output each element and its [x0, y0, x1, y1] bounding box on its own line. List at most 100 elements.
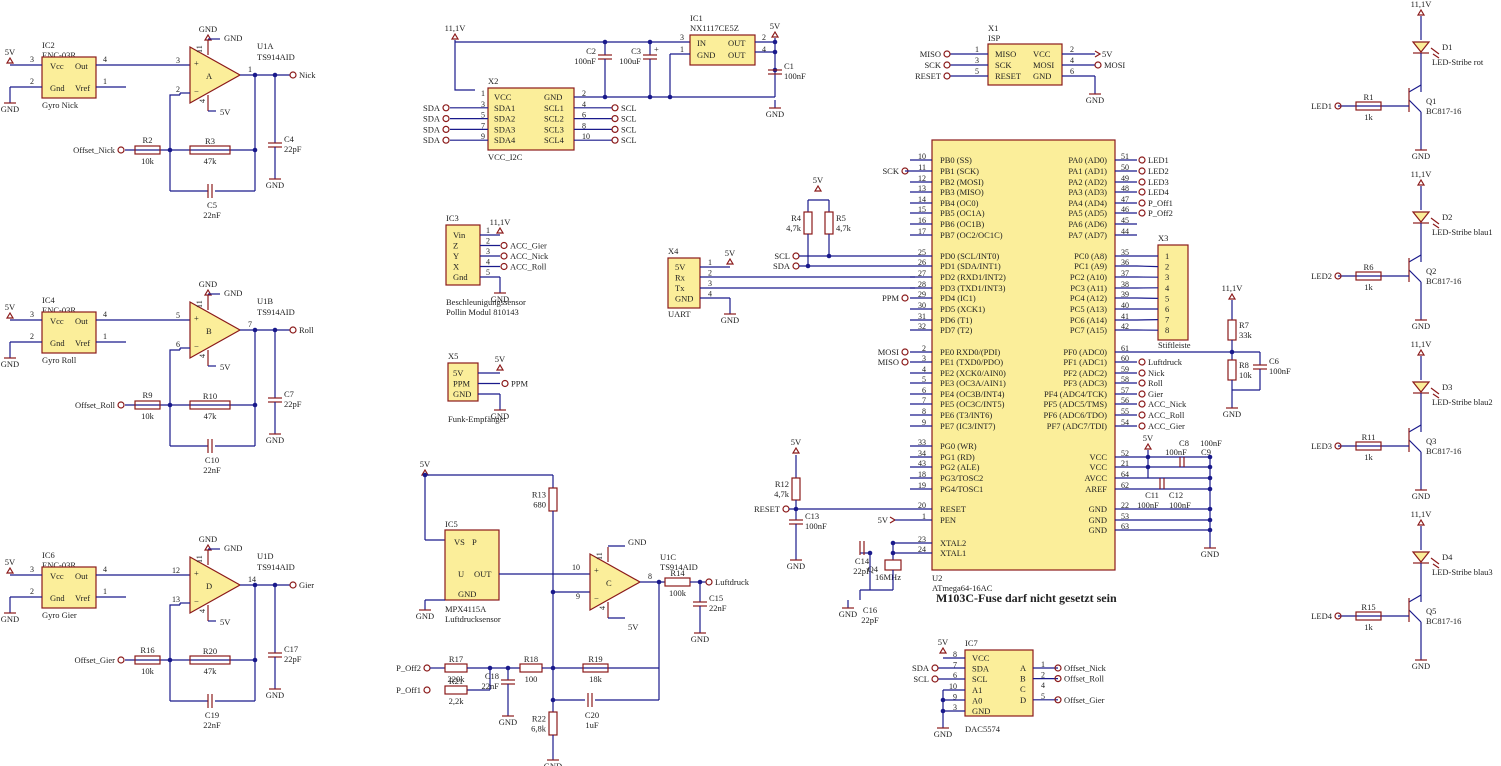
transistor-part: BC817-16 [1426, 276, 1461, 286]
supply-arrow [791, 446, 801, 454]
opamp-ref: U1A [257, 41, 274, 51]
pin-label: 6 [1165, 304, 1169, 314]
resistor-value: 10k [1239, 370, 1253, 380]
pin-label: PF1 (ADC1) [1063, 357, 1107, 367]
pin-number: 1 [680, 45, 684, 54]
capacitor-value: 100nF [1165, 447, 1187, 457]
pin-number: 10 [572, 563, 580, 572]
resistor-ref: R19 [588, 654, 602, 664]
capacitor-ref: C4 [284, 134, 295, 144]
pin-label: IN [697, 38, 706, 48]
connector-ref: X1 [988, 23, 998, 33]
pin-label: SCL [972, 674, 988, 684]
net-port [611, 114, 619, 123]
ground-label: GND [1201, 549, 1219, 559]
net-label: PPM [511, 379, 528, 389]
led-name: LED-Stribe blau2 [1432, 397, 1493, 407]
capacitor-ref: C19 [205, 710, 219, 720]
pin-label: PB2 (MOSI) [940, 177, 984, 187]
net-label: MOSI [878, 347, 899, 357]
pin-number: 57 [1121, 386, 1129, 395]
net-label: LED1 [1311, 101, 1332, 111]
net-port [1138, 390, 1146, 398]
pin-number: 30 [918, 301, 926, 310]
resistor [519, 663, 543, 673]
pin-number: 34 [918, 449, 926, 458]
pin-number: 5 [481, 111, 485, 120]
net-label: Offset_Roll [75, 400, 116, 410]
pin-number: 41 [1121, 312, 1129, 321]
pin-label: 4 [1165, 283, 1170, 293]
supply-arrow [725, 257, 735, 265]
pin-number: 6 [582, 111, 586, 120]
resistor [1355, 101, 1382, 111]
ground-label: GND [499, 717, 517, 727]
pin-label: SCL3 [544, 124, 564, 134]
net-arrow [1094, 50, 1102, 58]
connector-name: Stiftleiste [1158, 340, 1191, 350]
resistor [1227, 359, 1237, 381]
resistor-ref: R8 [1239, 360, 1249, 370]
ground-label: GND [1412, 151, 1430, 161]
resistor-value: 2,2k [449, 696, 465, 706]
net-port [901, 348, 909, 356]
pin-number: 25 [918, 248, 926, 257]
pin-label: PF3 (ADC3) [1063, 378, 1107, 388]
pin-number: 2 [486, 237, 490, 246]
pin-number: 16 [918, 216, 926, 225]
pin-number: 7 [248, 320, 252, 329]
supply-label: 11,1V [1411, 169, 1433, 179]
isp-body [987, 43, 1063, 86]
net-label: Nick [1148, 368, 1165, 378]
supply-label: 5V [5, 557, 16, 567]
led-light-arrows [1430, 217, 1440, 229]
pin-number: 5 [176, 311, 180, 320]
pin-number: 21 [1121, 459, 1129, 468]
pin-label: PB7 (OC2/OC1C) [940, 230, 1003, 240]
opamp-ref: U1C [660, 552, 676, 562]
pin-number: 47 [1121, 195, 1129, 204]
pin-label: PC4 (A12) [1070, 293, 1107, 303]
pin-label: U [458, 569, 464, 579]
ground-label: GND [416, 611, 434, 621]
pin-label: 2 [1165, 262, 1169, 272]
pin-number: 3 [708, 279, 712, 288]
net-port [442, 114, 450, 123]
resistor-ref: R5 [836, 213, 846, 223]
pin-label: PA0 (AD0) [1068, 155, 1107, 165]
pin-number: 13 [918, 184, 926, 193]
junction-dot [772, 49, 778, 55]
sensor-ref: IC5 [445, 519, 458, 529]
pin-number: 48 [1121, 184, 1129, 193]
capacitor-ref: C10 [205, 455, 219, 465]
pin-label: PD1 (SDA/INT1) [940, 261, 1001, 271]
junction-dot [772, 39, 778, 45]
pin-label: D [1020, 695, 1026, 705]
pin-number: 3 [176, 56, 180, 65]
pin-label: PB4 (OC0) [940, 198, 979, 208]
pin-label: Vcc [50, 61, 64, 71]
pin-number: 42 [1121, 322, 1129, 331]
pin-number: 4 [582, 100, 586, 109]
pin-label: GND [458, 589, 476, 599]
pin-label: A [1020, 663, 1027, 673]
net-label: P_Off2 [396, 663, 421, 673]
accel-ref: IC3 [446, 213, 459, 223]
pin-label: A0 [972, 695, 982, 705]
pin-number: 4 [198, 609, 207, 613]
ground-label: GND [491, 294, 509, 304]
net-label: SDA [423, 135, 441, 145]
resistor [444, 685, 468, 695]
pin-number: 7 [953, 661, 957, 670]
pressure-sensor-body [444, 529, 500, 601]
opamp-ref: U1D [257, 551, 274, 561]
pin-number: 3 [30, 55, 34, 64]
gyro-ref: IC6 [42, 550, 55, 560]
pin-number: 28 [918, 280, 926, 289]
pin-number: 6 [176, 340, 180, 349]
led-ref: D2 [1442, 212, 1452, 222]
net-label: LED1 [1148, 155, 1169, 165]
opamp-unit-letter: B [206, 326, 212, 336]
net-port [1138, 422, 1146, 430]
capacitor-value: 100nF [1200, 438, 1222, 448]
